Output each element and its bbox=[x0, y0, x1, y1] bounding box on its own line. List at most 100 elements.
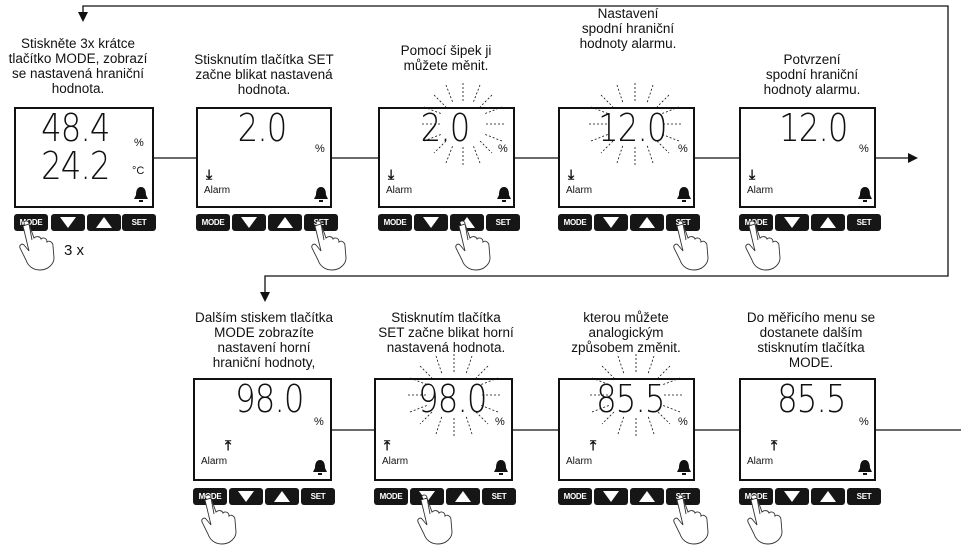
step-1-value-2: 24.2 bbox=[41, 144, 110, 188]
mode-button[interactable]: MODE bbox=[558, 488, 592, 505]
down-button[interactable] bbox=[414, 214, 448, 231]
high-limit-icon: ⤒ bbox=[384, 437, 391, 453]
step-7-value: 98.0 bbox=[418, 377, 487, 421]
hand-press-icon bbox=[673, 494, 709, 545]
triangle-up-icon bbox=[96, 217, 112, 228]
blink-rays-icon bbox=[590, 354, 682, 436]
return-line-top bbox=[78, 5, 949, 160]
low-limit-icon: ⤓ bbox=[206, 166, 213, 182]
up-button[interactable] bbox=[265, 488, 299, 505]
step-8-unit: % bbox=[678, 416, 688, 428]
triangle-up-icon bbox=[455, 491, 471, 502]
down-button[interactable] bbox=[775, 214, 809, 231]
step-9-alarm-label: Alarm bbox=[747, 456, 774, 467]
step-2-alarm-label: Alarm bbox=[204, 185, 231, 196]
up-button[interactable] bbox=[811, 214, 845, 231]
step-7-alarm-label: Alarm bbox=[382, 456, 409, 467]
low-limit-icon: ⤓ bbox=[388, 166, 395, 182]
bell-icon bbox=[497, 187, 511, 202]
press-count: 3 x bbox=[64, 242, 85, 259]
step-3-caption: Pomocí šipek ji můžete měnit. bbox=[400, 43, 492, 73]
step-5-display: 12.0 % ⤓ Alarm bbox=[739, 107, 876, 208]
bell-icon bbox=[858, 460, 872, 475]
hand-press-icon bbox=[745, 220, 781, 271]
step-7-display: 98.0 % ⤒ Alarm bbox=[374, 354, 513, 481]
bell-icon bbox=[134, 187, 148, 202]
triangle-up-icon bbox=[277, 217, 293, 228]
step-8-value: 85.5 bbox=[596, 377, 665, 421]
hand-press-icon bbox=[747, 494, 783, 545]
down-button[interactable] bbox=[232, 214, 266, 231]
up-button[interactable] bbox=[811, 488, 845, 505]
step-1-caption: Stiskněte 3x krátce tlačítko MODE, zobra… bbox=[8, 36, 148, 96]
step-1-unit: % bbox=[134, 137, 144, 149]
step-4-unit: % bbox=[678, 143, 688, 155]
high-limit-icon: ⤒ bbox=[590, 437, 597, 453]
step-4-caption: Nastavení spodní hraniční hodnoty alarmu… bbox=[579, 6, 677, 51]
step-9-display: 85.5 % ⤒ Alarm bbox=[739, 378, 876, 481]
set-button[interactable]: SET bbox=[482, 488, 516, 505]
step-6-value: 98.0 bbox=[235, 377, 304, 421]
step-2-value: 2.0 bbox=[237, 106, 287, 150]
mode-button[interactable]: MODE bbox=[739, 214, 773, 231]
step-2-caption: Stisknutím tlačítka SET začne blikat nas… bbox=[194, 52, 334, 97]
step-1-display: 48.4 % 24.2 °C bbox=[14, 107, 154, 208]
step-9-unit: % bbox=[859, 416, 869, 428]
set-button[interactable]: SET bbox=[486, 214, 520, 231]
triangle-up-icon bbox=[820, 217, 836, 228]
up-button[interactable] bbox=[446, 488, 480, 505]
step-6-display: 98.0 % ⤒ Alarm bbox=[193, 378, 332, 481]
triangle-down-icon bbox=[238, 491, 254, 502]
high-limit-icon: ⤒ bbox=[225, 437, 232, 453]
triangle-down-icon bbox=[241, 217, 257, 228]
mode-button[interactable]: MODE bbox=[14, 214, 48, 231]
triangle-up-icon bbox=[274, 491, 290, 502]
blink-rays-icon bbox=[408, 354, 500, 436]
blink-rays-icon bbox=[589, 83, 681, 165]
set-button[interactable]: SET bbox=[847, 488, 881, 505]
step-1-buttons: MODE SET bbox=[14, 214, 156, 232]
step-6-unit: % bbox=[314, 416, 324, 428]
step-8-display: 85.5 % ⤒ Alarm bbox=[558, 354, 695, 481]
triangle-down-icon bbox=[784, 491, 800, 502]
up-button[interactable] bbox=[87, 214, 121, 231]
mode-button[interactable]: MODE bbox=[378, 214, 412, 231]
up-button[interactable] bbox=[630, 214, 664, 231]
bell-icon bbox=[677, 460, 691, 475]
step-3-buttons: MODE SET bbox=[378, 214, 520, 232]
bell-icon bbox=[314, 187, 328, 202]
step-6-buttons: MODE SET bbox=[193, 488, 335, 506]
step-6-alarm-label: Alarm bbox=[201, 456, 228, 467]
set-button[interactable]: SET bbox=[847, 214, 881, 231]
triangle-up-icon bbox=[820, 491, 836, 502]
down-button[interactable] bbox=[51, 214, 85, 231]
triangle-down-icon bbox=[60, 217, 76, 228]
down-button[interactable] bbox=[594, 214, 628, 231]
up-button[interactable] bbox=[268, 214, 302, 231]
hand-press-icon bbox=[201, 494, 237, 545]
step-8-caption: kterou můžete analogickým způsobem změni… bbox=[571, 310, 681, 355]
mode-button[interactable]: MODE bbox=[558, 214, 592, 231]
step-1-unit-2: °C bbox=[132, 165, 145, 177]
down-button[interactable] bbox=[775, 488, 809, 505]
up-button[interactable] bbox=[630, 488, 664, 505]
step-9-caption: Do měřicího menu se dostanete dalším sti… bbox=[746, 310, 876, 370]
mode-button[interactable]: MODE bbox=[196, 214, 230, 231]
triangle-down-icon bbox=[603, 491, 619, 502]
step-6-caption: Dalším stiskem tlačítka MODE zobrazíte n… bbox=[194, 310, 334, 370]
step-4-display: 12.0 % ⤓ Alarm bbox=[558, 83, 695, 208]
step-3-value: 2.0 bbox=[420, 106, 470, 150]
high-limit-icon: ⤒ bbox=[771, 437, 778, 453]
down-button[interactable] bbox=[594, 488, 628, 505]
hand-press-icon bbox=[19, 220, 55, 271]
set-button[interactable]: SET bbox=[301, 488, 335, 505]
set-button[interactable]: SET bbox=[122, 214, 156, 231]
step-5-value: 12.0 bbox=[779, 106, 848, 150]
step-2-unit: % bbox=[315, 143, 325, 155]
triangle-up-icon bbox=[639, 491, 655, 502]
hand-press-icon bbox=[417, 494, 453, 545]
down-button[interactable] bbox=[229, 488, 263, 505]
hand-press-icon bbox=[673, 220, 709, 271]
mode-button[interactable]: MODE bbox=[374, 488, 408, 505]
